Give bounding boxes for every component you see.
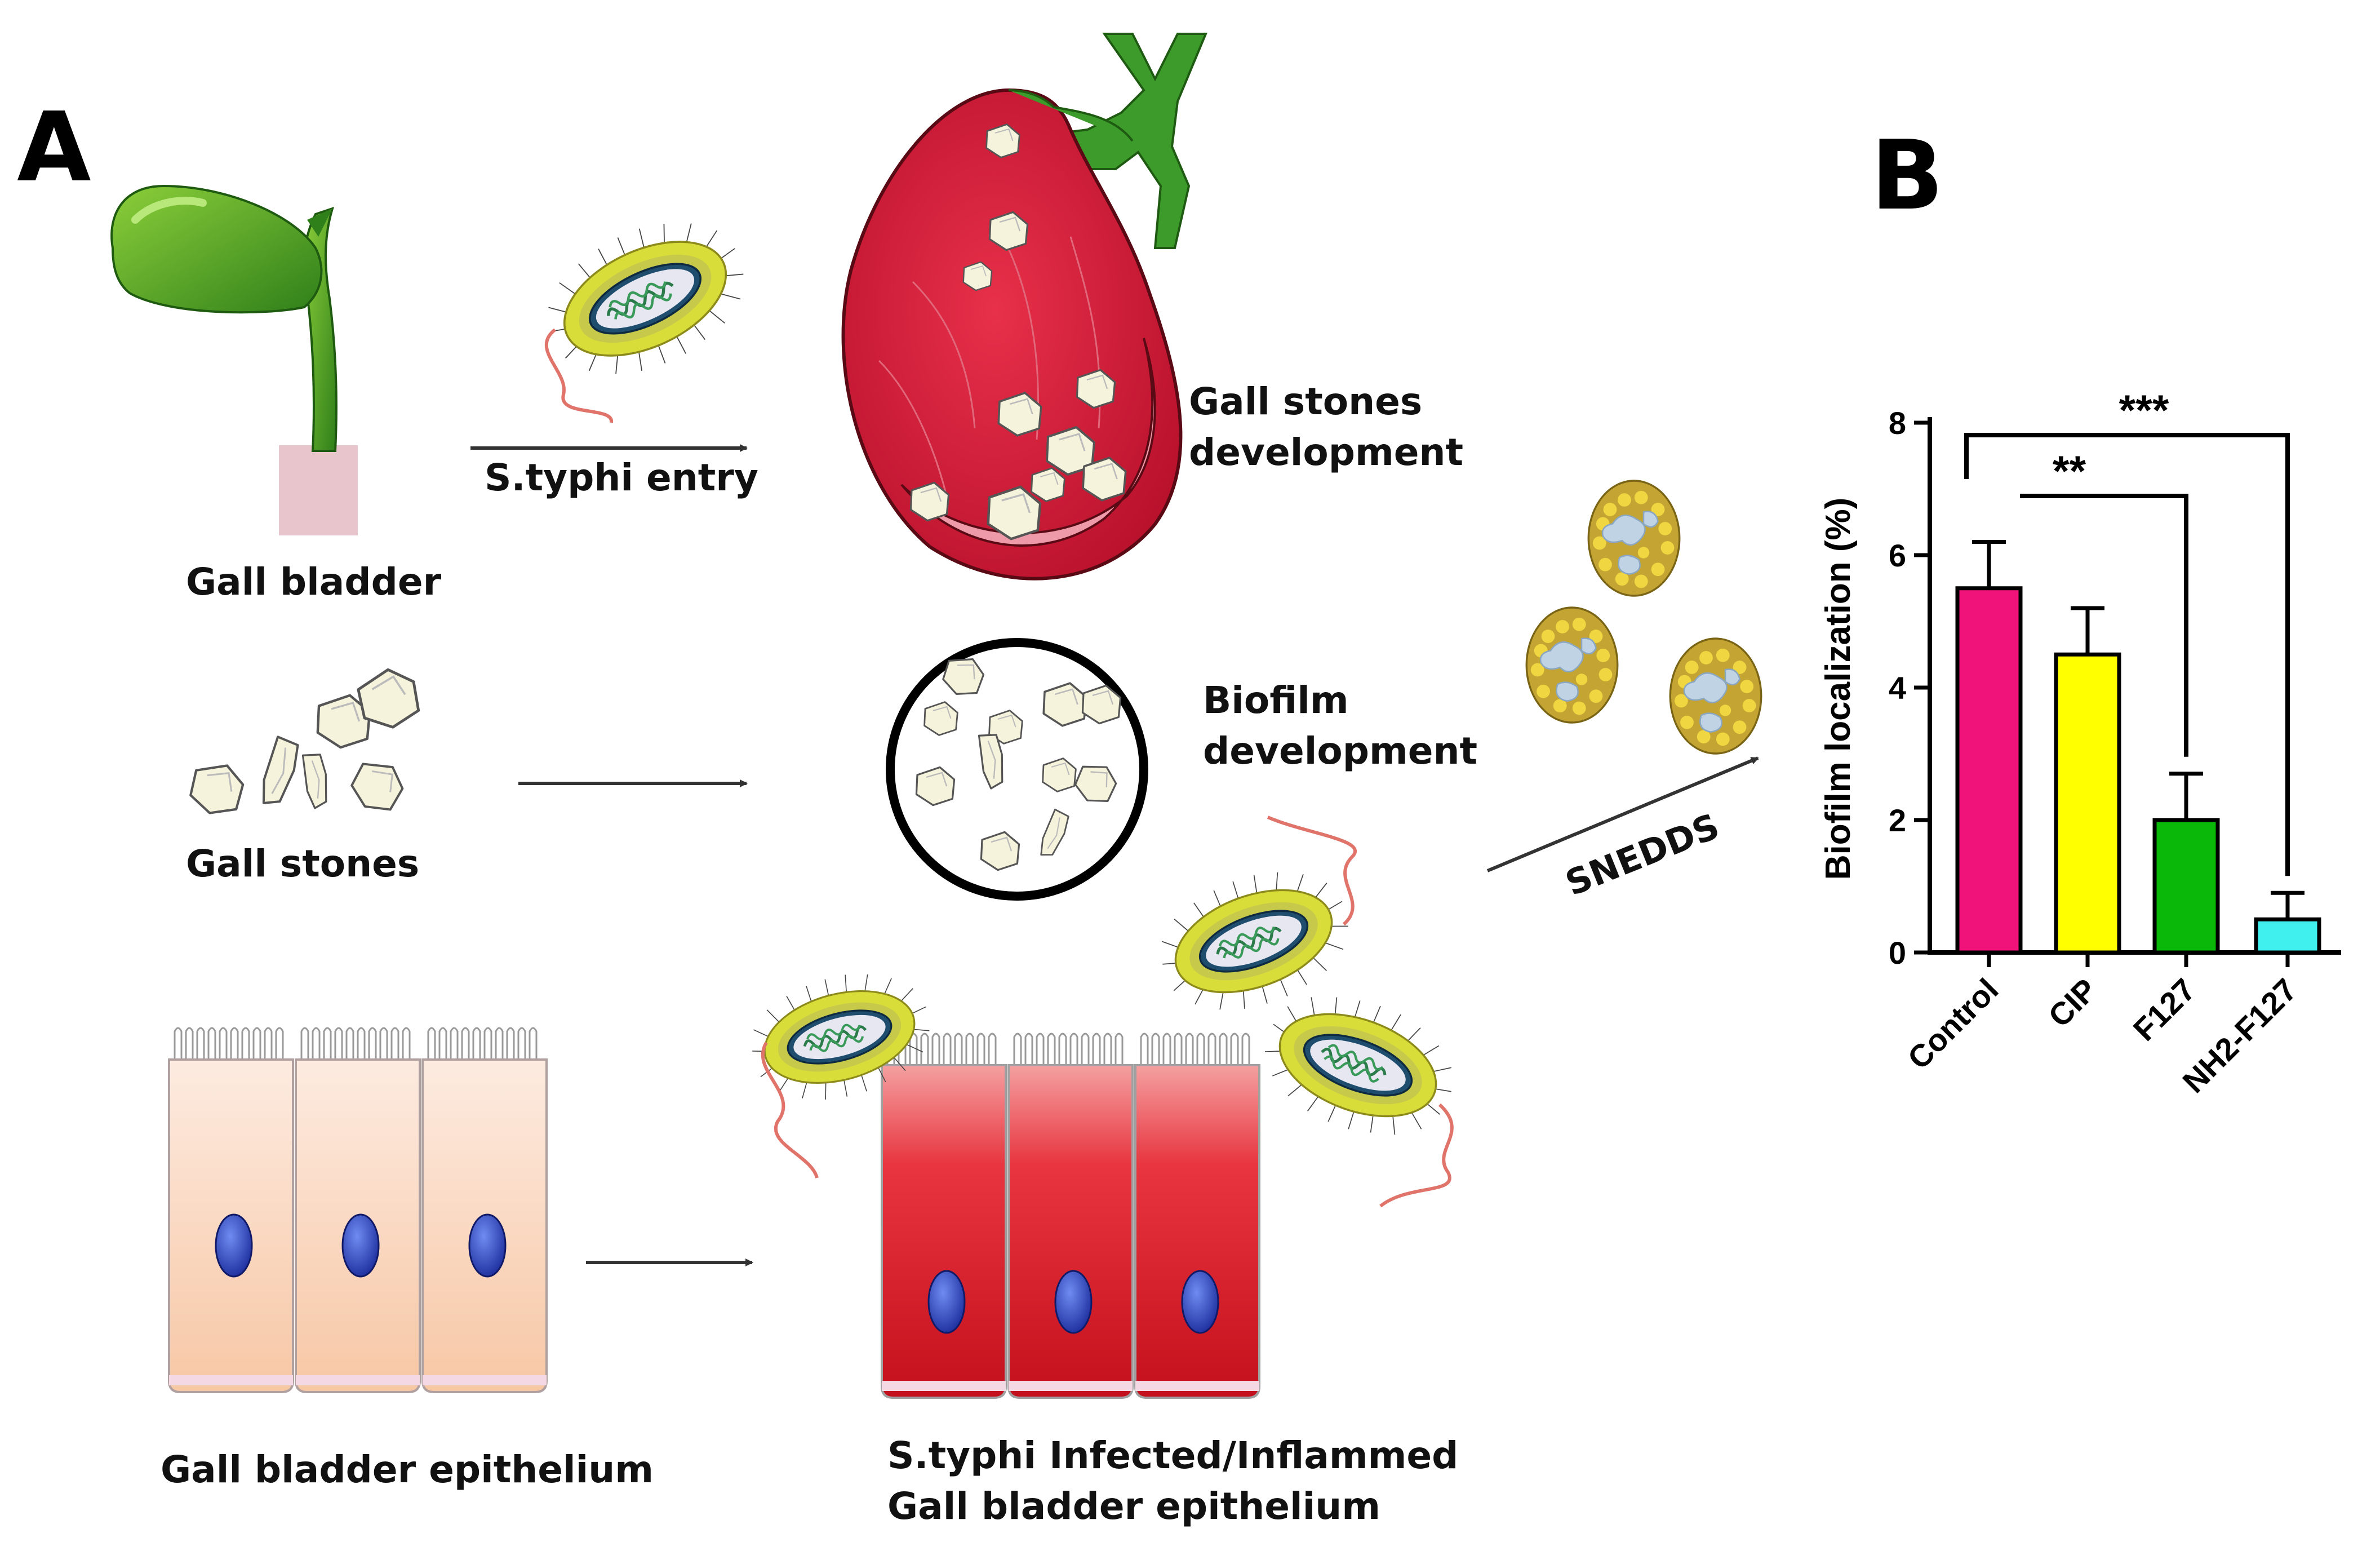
biofilm-circle-illustration	[886, 638, 1148, 901]
panel-b-letter: B	[1871, 120, 1944, 232]
gall-stones-label: Gall stones	[186, 842, 419, 885]
gall-bladder-illustration	[110, 184, 358, 535]
y-axis-title: Biofilm localization (%)	[1819, 498, 1858, 880]
epithelium-label: Gall bladder epithelium	[161, 1448, 654, 1491]
gall-stones-illustration	[188, 664, 424, 818]
bar-chart: Biofilm localization (%) 0 2 4 6 8 Control CI…	[1819, 387, 2341, 1100]
y-tick-label: 0	[1889, 935, 1906, 971]
entry-label: S.typhi entry	[485, 456, 758, 499]
bar-cip	[2054, 652, 2121, 955]
y-tick-label: 2	[1889, 803, 1906, 838]
flagellum-icon	[761, 1042, 819, 1178]
stones-development-label-1: Gall stones	[1189, 380, 1422, 423]
flagellum-icon	[544, 328, 614, 423]
snedds-particles-illustration	[1525, 480, 1762, 755]
snedds-arrow	[1486, 756, 1759, 872]
bar-f127	[2152, 818, 2220, 955]
x-tick-label: CIP	[2041, 972, 2104, 1034]
biofilm-label-2: development	[1203, 729, 1477, 773]
x-tick-label: Control	[1901, 972, 2005, 1076]
flagellum-icon	[1379, 1103, 1454, 1208]
infected-label-2: Gall bladder epithelium	[887, 1485, 1380, 1528]
bar-nh2-f127	[2254, 917, 2321, 955]
bacterium-icon	[1144, 849, 1366, 1033]
bacterium-icon	[527, 194, 766, 401]
y-tick-label: 8	[1889, 405, 1906, 441]
x-tick-label: F127	[2126, 972, 2203, 1048]
healthy-epithelium-illustration	[168, 1027, 548, 1393]
bar-control	[1955, 586, 2023, 955]
stones-development-label-2: development	[1189, 431, 1463, 474]
panel-a-letter: A	[17, 92, 91, 203]
infected-label-1: S.typhi Infected/Inflammed	[887, 1434, 1458, 1477]
biofilm-label-1: Biofilm	[1203, 679, 1349, 722]
significance-bracket	[2020, 494, 2188, 757]
gall-bladder-label: Gall bladder	[186, 560, 442, 604]
y-tick-label: 4	[1889, 670, 1906, 706]
snedds-label: SNEDDS	[1560, 805, 1725, 904]
flagellum-icon	[1267, 816, 1357, 926]
y-tick-label: 6	[1889, 538, 1906, 573]
bacterium-icon	[1249, 974, 1471, 1158]
significance-label: ***	[2119, 387, 2169, 435]
significance-bracket	[1964, 433, 2290, 876]
infected-epithelium-illustration	[881, 1033, 1260, 1399]
significance-label: **	[2053, 447, 2086, 495]
inflamed-gall-bladder-illustration	[841, 33, 1207, 581]
